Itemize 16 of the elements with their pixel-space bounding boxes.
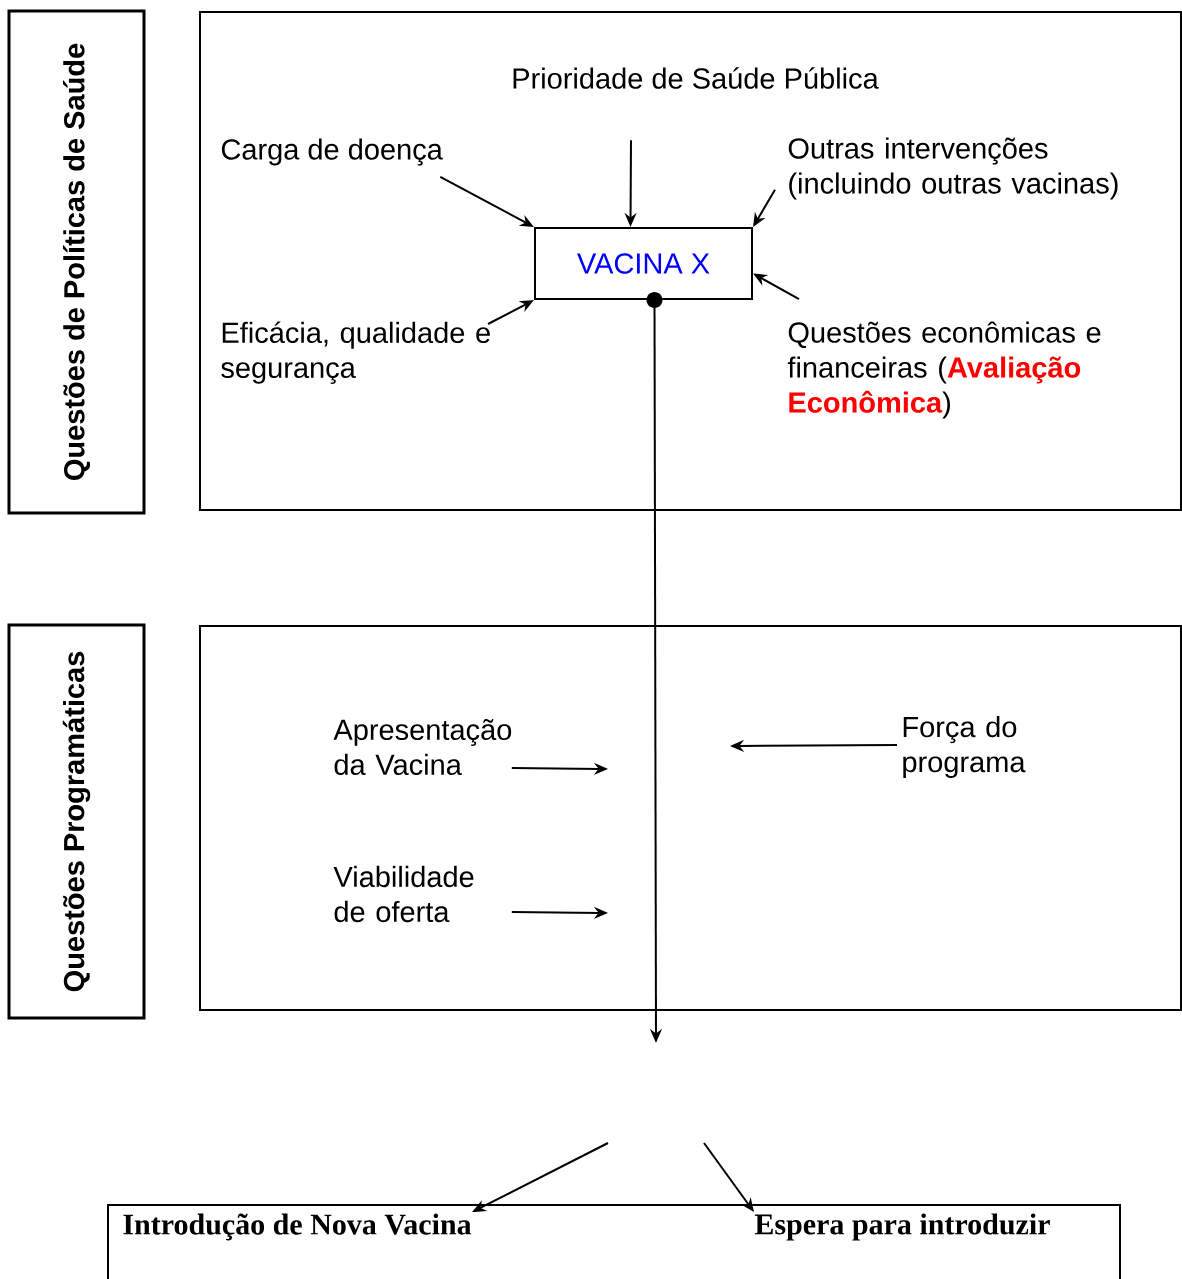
vertical-band: Questões de Políticas de Saúde <box>7 9 146 515</box>
panel-box <box>199 11 1182 511</box>
factor-text: Força do programa <box>903 716 1026 779</box>
vaccine-box: VACINA X <box>534 227 753 300</box>
panel-box <box>107 1204 1121 1279</box>
factor-text: Apresentação da Vacina <box>333 718 512 776</box>
vertical-band: Questões Programáticas <box>7 623 146 1020</box>
outcome-text: Introdução de Nova Vacina <box>123 1213 472 1241</box>
factor-text: Eficácia, qualidade e segurança <box>221 321 490 384</box>
factor-text: Viabilidade de oferta <box>333 865 474 923</box>
panel-box <box>199 625 1182 1011</box>
factor-text: Prioridade de Saúde Pública <box>513 67 879 89</box>
factor-text: Outras intervenções (incluindo outras vacinas) <box>788 137 1118 200</box>
factor-text: Questões econômicas e financeiras (Avaliação Econômica) <box>787 321 1101 419</box>
factor-text: Carga de doença <box>221 138 443 166</box>
outcome-text: Espera para introduzir <box>754 1213 1050 1241</box>
